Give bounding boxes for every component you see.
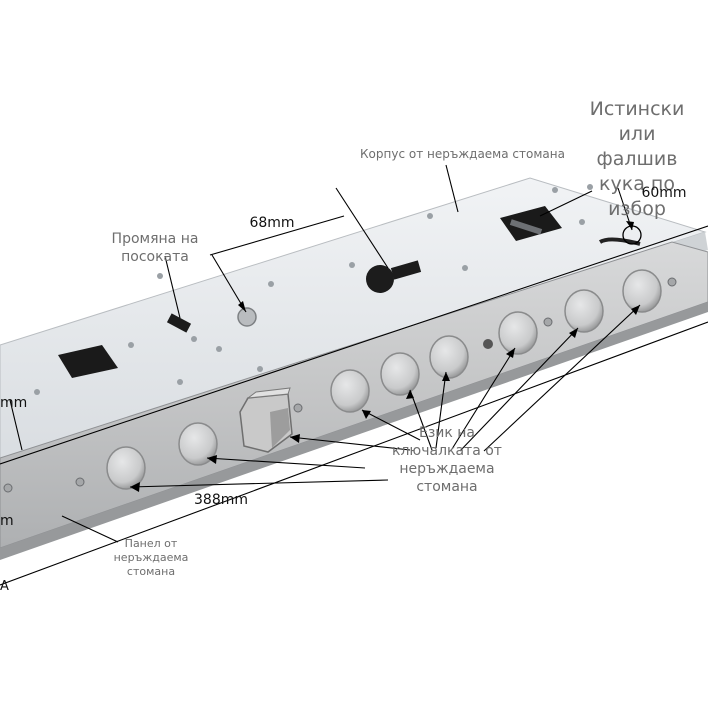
arrowheads: [130, 221, 640, 492]
cylinder-hole: [366, 265, 394, 293]
round-bolts: [106, 269, 662, 490]
panel-label: Панел от неръждаема стомана: [113, 537, 189, 578]
body-label: Корпус от неръждаема стомана: [360, 147, 565, 161]
bolt-1: [106, 446, 146, 490]
cylinder-slot: [390, 260, 422, 280]
faceplate-screws: [3, 277, 677, 493]
direction-change-label: Промяна на посоката: [111, 231, 199, 265]
direction-screw: [237, 307, 257, 327]
latch-window-left: [58, 345, 118, 378]
bolts-label: Език на ключалката от неръждаема стомана: [392, 425, 502, 495]
bolt-4: [380, 352, 420, 396]
edge-letter: A: [0, 579, 9, 594]
dim-68-label: 68mm: [249, 215, 295, 231]
dim-left-top-label: mm: [0, 395, 28, 411]
bolt-7: [564, 289, 604, 333]
dim-388-label: 388mm: [194, 492, 248, 508]
faceplate-edge: [0, 302, 708, 560]
latch-window-right: [500, 206, 562, 241]
bolt-2: [178, 422, 218, 466]
annotation-lines: [0, 164, 708, 586]
direction-slot: [166, 313, 192, 333]
dim-60-label: 60mm: [641, 185, 687, 201]
hook-highlight-circle: [622, 225, 642, 245]
dim-left-bottom-label: m: [0, 513, 14, 529]
bolt-6: [498, 311, 538, 355]
latch-tongue: [239, 387, 293, 453]
small-pin: [483, 339, 493, 349]
spring-slot: [509, 219, 543, 235]
bolt-5: [429, 335, 469, 379]
bolt-8: [622, 269, 662, 313]
bolt-3: [330, 369, 370, 413]
hook-choice-label: Истински или фалшив кука по избор: [589, 98, 685, 220]
